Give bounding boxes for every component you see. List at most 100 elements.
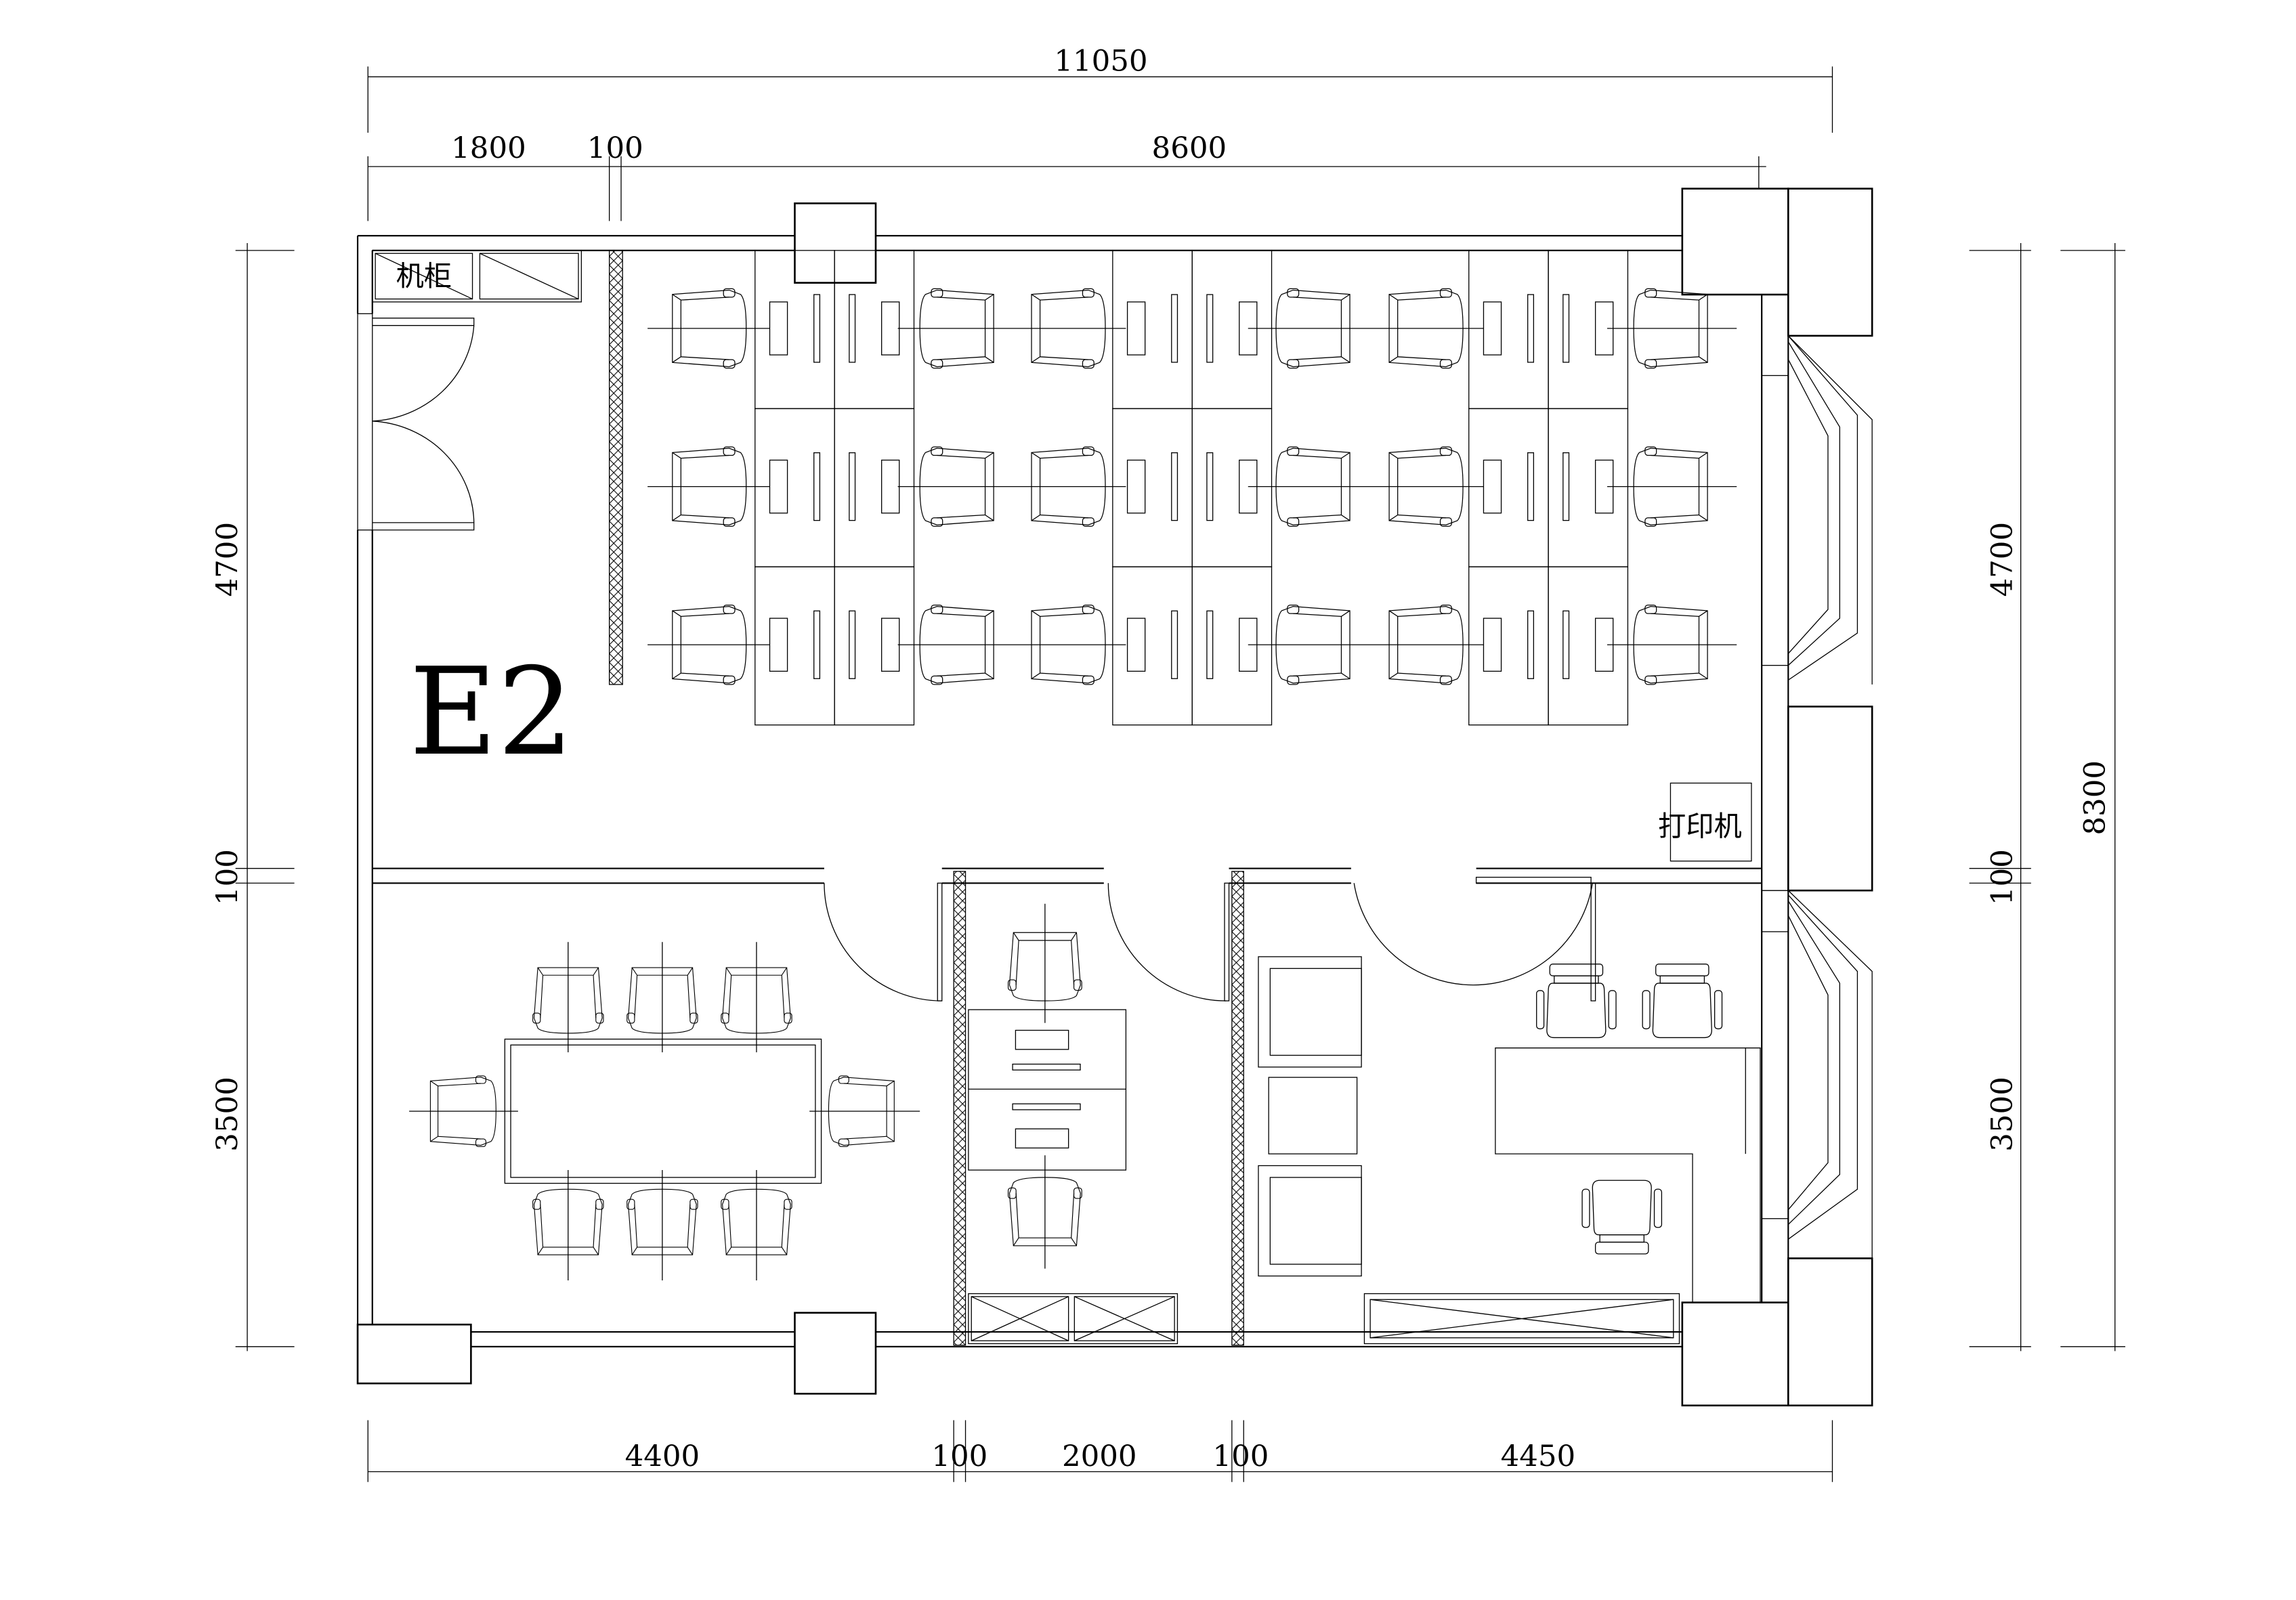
workstation-desk <box>1191 566 1273 726</box>
sofa <box>1258 1165 1362 1277</box>
monitor <box>1483 459 1502 514</box>
dim-text: 100 <box>1212 1440 1269 1473</box>
glass-partition <box>609 250 623 685</box>
keyboard <box>1206 610 1214 679</box>
cabinet-label: 机柜 <box>396 260 452 293</box>
dim-text: 8300 <box>2079 760 2112 836</box>
column <box>356 1323 472 1385</box>
dim-text: 100 <box>587 131 643 165</box>
keyboard <box>1527 610 1534 679</box>
entrance-double-door[interactable] <box>357 313 475 531</box>
dim-text: 4400 <box>625 1440 700 1473</box>
monitor <box>769 618 788 672</box>
keyboard <box>849 610 856 679</box>
monitor <box>769 301 788 355</box>
side-table <box>1268 1077 1358 1154</box>
keyboard <box>1171 610 1178 679</box>
dim-text: 4700 <box>211 522 245 597</box>
dim-text: 11050 <box>1054 45 1147 79</box>
column <box>1787 1257 1873 1407</box>
workstation-desk <box>1468 408 1549 567</box>
keyboard <box>813 610 821 679</box>
dim-text: 3500 <box>1986 1077 2020 1152</box>
workstation-desk <box>1112 408 1193 567</box>
dimension-bottom: 4400 100 2000 100 4450 <box>367 1420 1833 1482</box>
server-cabinet: 机柜 <box>372 250 582 303</box>
meeting-room <box>409 942 920 1281</box>
dimension-top-segments: 1800 100 8600 <box>367 131 1766 221</box>
column <box>1787 188 1873 337</box>
dim-text: 100 <box>211 849 245 905</box>
workstation-desk <box>1468 566 1549 726</box>
monitor <box>881 301 900 355</box>
door-manager-office[interactable] <box>1353 883 1593 986</box>
workstation-desk <box>1468 250 1549 410</box>
workstation-desk <box>1112 250 1193 410</box>
dim-text: 100 <box>1986 849 2020 905</box>
keyboard <box>849 452 856 521</box>
monitor <box>1483 618 1502 672</box>
column <box>794 202 877 284</box>
workstation-desk <box>1548 566 1629 726</box>
desk <box>968 1009 1127 1171</box>
keyboard <box>1206 294 1214 363</box>
sofa <box>1258 956 1362 1068</box>
workstation-area <box>647 250 1737 726</box>
dim-text: 3500 <box>211 1077 245 1152</box>
dim-text: 4450 <box>1501 1440 1576 1473</box>
manager-desk <box>1495 1047 1761 1303</box>
column <box>1681 1301 1789 1407</box>
office-chair <box>1642 964 1723 1039</box>
manager-office <box>1258 956 1761 1345</box>
dim-text: 8600 <box>1152 131 1227 165</box>
keyboard <box>1171 452 1178 521</box>
keyboard <box>1562 610 1570 679</box>
file-cabinet <box>1363 1293 1680 1345</box>
office-chair <box>1536 964 1617 1039</box>
workstation-desk <box>1191 250 1273 410</box>
column <box>1681 188 1789 296</box>
hatched-partition <box>1231 871 1244 1346</box>
workstation-desk <box>834 566 915 726</box>
door-middle-office[interactable] <box>1107 883 1227 1001</box>
printer-label: 打印机 <box>1658 810 1742 843</box>
dim-text: 2000 <box>1062 1440 1137 1473</box>
keyboard <box>1562 452 1570 521</box>
middle-partition <box>372 867 1762 1001</box>
door-meeting-room[interactable] <box>824 883 942 1001</box>
walls <box>356 188 1873 1407</box>
keyboard <box>813 452 821 521</box>
monitor <box>1126 459 1146 514</box>
keyboard <box>849 294 856 363</box>
keyboard <box>1171 294 1178 363</box>
keyboard <box>1206 452 1214 521</box>
workstation-desk <box>1191 408 1273 567</box>
dimension-top-total: 11050 <box>367 45 1833 133</box>
keyboard <box>1562 294 1570 363</box>
dim-text: 4700 <box>1986 522 2020 597</box>
workstation-desk <box>1112 566 1193 726</box>
printer: 打印机 <box>1658 782 1752 862</box>
column <box>794 1312 877 1395</box>
room-label: E2 <box>409 643 574 783</box>
monitor <box>1483 301 1502 355</box>
storage-cabinet <box>968 1293 1178 1345</box>
workstation-desk <box>1548 250 1629 410</box>
dimension-left: 4700 100 3500 <box>211 242 295 1352</box>
keyboard <box>1527 294 1534 363</box>
monitor <box>1126 301 1146 355</box>
dim-text: 1800 <box>451 131 526 165</box>
dimension-right: 4700 100 3500 8300 <box>1969 242 2125 1352</box>
workstation-desk <box>834 408 915 567</box>
hatched-partition <box>953 871 966 1346</box>
conference-table <box>504 1038 822 1184</box>
dim-text: 100 <box>931 1440 987 1473</box>
workstation-desk <box>754 566 835 726</box>
workstation-desk <box>1548 408 1629 567</box>
monitor <box>769 459 788 514</box>
middle-office <box>968 903 1178 1345</box>
column <box>1787 706 1873 892</box>
keyboard <box>813 294 821 363</box>
workstation-desk <box>754 408 835 567</box>
